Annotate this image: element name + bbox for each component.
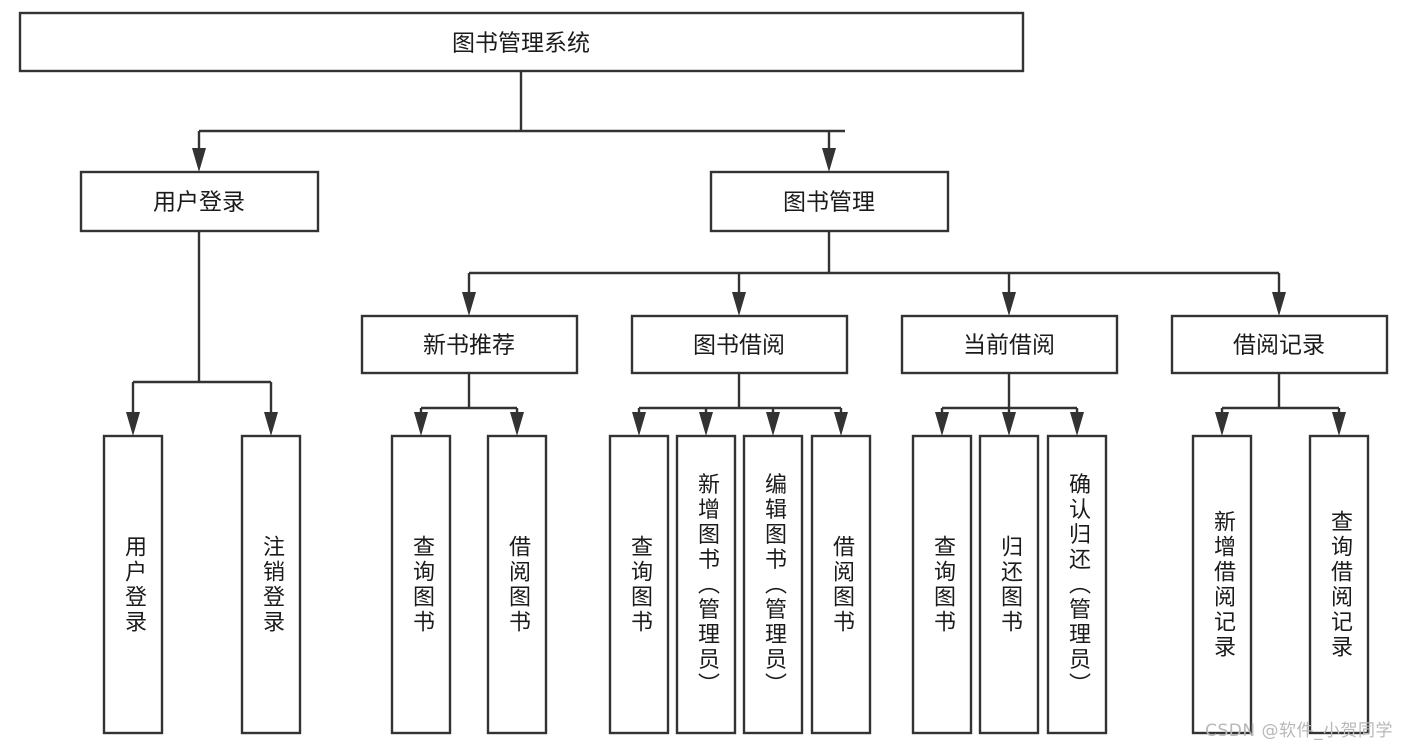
node-book-borrow-label: 图书借阅 [693,333,785,359]
leaf-node-currentborrow-query-book[interactable]: 查询图书 [911,434,973,735]
csdn-watermark: CSDN @软件_小贺同学 [1205,721,1393,741]
connector-root-to-level2 [192,71,845,172]
connector-bookborrow-to-leaves [632,373,848,436]
node-book-borrow[interactable]: 图书借阅 [630,314,849,375]
leaf-node-borrowrecord-query-record[interactable]: 查询借阅记录 [1308,434,1370,735]
node-book-management[interactable]: 图书管理 [709,170,950,233]
node-current-borrow[interactable]: 当前借阅 [900,314,1119,375]
leaf-node-user-login-logout[interactable]: 注销登录 [240,434,302,735]
leaf-node-bookborrow-edit-book[interactable]: 编辑图书（管理员） [742,434,804,735]
node-book-management-label: 图书管理 [783,190,875,216]
connector-newbook-to-leaves [414,373,524,436]
connector-borrowrecord-to-leaves [1215,373,1346,436]
leaf-node-currentborrow-query-book-label: 查询图书 [930,535,956,635]
node-user-login[interactable]: 用户登录 [79,170,320,233]
leaf-node-bookborrow-add-book-label: 新增图书（管理员） [694,473,720,698]
leaf-node-bookborrow-borrow-book[interactable]: 借阅图书 [810,434,872,735]
leaf-node-bookborrow-add-book[interactable]: 新增图书（管理员） [675,434,737,735]
node-user-login-label: 用户登录 [153,190,245,216]
leaf-node-bookborrow-edit-book-label: 编辑图书（管理员） [761,473,787,698]
connector-bookmgmt-to-level3 [462,231,1286,316]
node-root-label: 图书管理系统 [452,31,590,57]
leaf-node-user-login-login[interactable]: 用户登录 [102,434,164,735]
node-borrow-record[interactable]: 借阅记录 [1170,314,1389,375]
leaf-node-bookborrow-borrow-book-label: 借阅图书 [829,535,855,635]
node-borrow-record-label: 借阅记录 [1233,333,1325,359]
leaf-node-bookborrow-query-book-label: 查询图书 [627,535,653,635]
leaf-node-borrowrecord-add-record[interactable]: 新增借阅记录 [1191,434,1253,735]
leaf-node-user-login-login-label: 用户登录 [121,535,147,635]
leaf-node-currentborrow-confirm-return-label: 确认归还（管理员） [1065,473,1091,698]
leaf-node-currentborrow-confirm-return[interactable]: 确认归还（管理员） [1046,434,1108,735]
connector-userlogin-to-leaves [126,231,278,436]
leaf-node-newbook-query-book-label: 查询图书 [409,535,435,635]
leaf-node-currentborrow-return-book-label: 归还图书 [997,535,1023,635]
leaf-node-borrowrecord-add-record-label: 新增借阅记录 [1210,510,1236,660]
node-current-borrow-label: 当前借阅 [963,333,1055,359]
leaf-node-user-login-logout-label: 注销登录 [259,535,285,635]
node-new-book-recommend-label: 新书推荐 [423,333,515,359]
node-root-book-management-system[interactable]: 图书管理系统 [18,11,1025,73]
leaf-node-newbook-borrow-book[interactable]: 借阅图书 [486,434,548,735]
node-new-book-recommend[interactable]: 新书推荐 [360,314,579,375]
leaf-node-currentborrow-return-book[interactable]: 归还图书 [978,434,1040,735]
connector-currentborrow-to-leaves [935,373,1084,436]
leaf-node-newbook-query-book[interactable]: 查询图书 [390,434,452,735]
leaf-node-bookborrow-query-book[interactable]: 查询图书 [608,434,670,735]
leaf-node-borrowrecord-query-record-label: 查询借阅记录 [1327,510,1353,660]
leaf-node-newbook-borrow-book-label: 借阅图书 [505,535,531,635]
